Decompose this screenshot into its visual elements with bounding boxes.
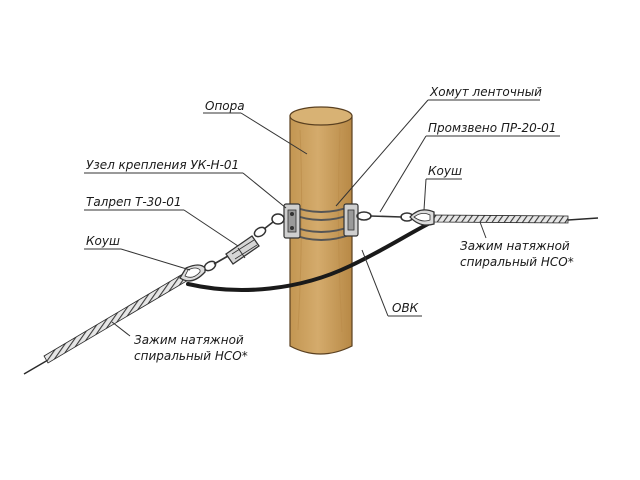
label-band-clamp-leader: [335, 99, 429, 207]
label-pole: Опора: [205, 99, 245, 113]
label-turnbuckle-leader: [183, 209, 239, 247]
label-clamp-left-line1: Зажим натяжной: [134, 333, 244, 347]
right-thimble: [409, 209, 435, 226]
label-pole-leader: [240, 112, 308, 155]
label-thimble-left-leader: [120, 248, 191, 271]
label-clamp-left-line2: спиральный НСО*: [134, 349, 248, 363]
label-link-leader: [379, 135, 427, 213]
label-mount-unit: Узел крепления УК-Н-01: [86, 158, 239, 172]
label-clamp-left-leader: [111, 321, 131, 337]
mount-unit-bracket: [283, 203, 301, 239]
label-turnbuckle: Талреп Т-30-01: [86, 195, 182, 209]
label-clamp-right-leader: [479, 221, 487, 239]
right-line-tail: [567, 217, 599, 221]
label-clamp-right-line1: Зажим натяжной: [460, 239, 570, 253]
label-cable-leader: [361, 249, 389, 317]
label-band-clamp: Хомут ленточный: [429, 85, 542, 99]
label-mount-unit-leader: [242, 172, 287, 209]
label-clamp-right-line2: спиральный НСО*: [460, 255, 574, 269]
ovk-cable: [186, 222, 430, 292]
turnbuckle: [203, 226, 267, 272]
link-pr-20-01: [356, 211, 414, 222]
left-shackle: [263, 213, 285, 230]
label-thimble-right: Коуш: [428, 164, 462, 178]
pole: [289, 106, 353, 355]
label-thimble-right-leader: [423, 178, 427, 211]
label-cable: ОВК: [392, 301, 419, 315]
right-mount-bracket: [343, 203, 359, 237]
right-spiral-clamp: [433, 214, 569, 224]
left-line-tail: [23, 359, 49, 375]
label-link: Промзвено ПР-20-01: [428, 121, 556, 135]
left-thimble: [179, 264, 206, 282]
label-thimble-left: Коуш: [86, 234, 120, 248]
